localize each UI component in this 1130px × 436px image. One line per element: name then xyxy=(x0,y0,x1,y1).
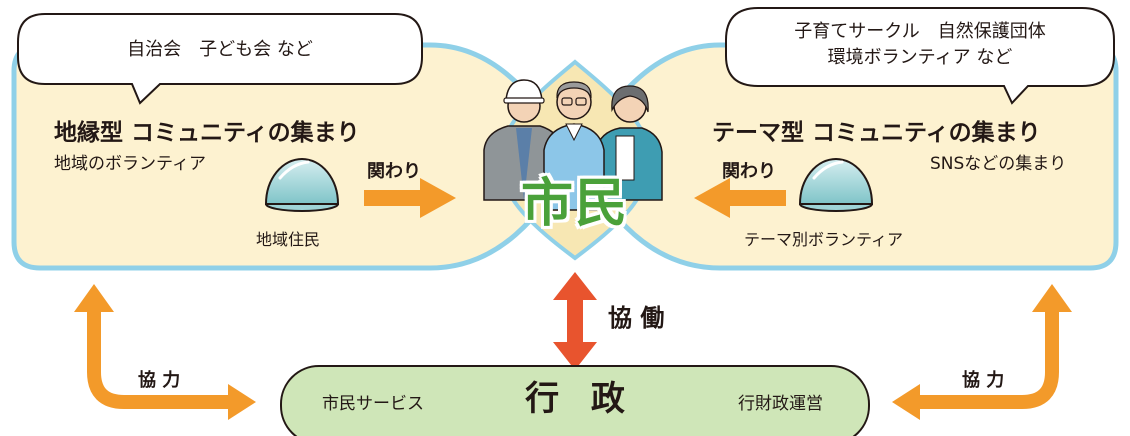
left-involvement-arrow xyxy=(364,178,456,218)
left-cooperation-label: 協 力 xyxy=(138,370,181,391)
right-speech-bubble xyxy=(725,7,1115,105)
right-involvement-arrow xyxy=(694,178,786,218)
right-involvement-label: 関わり xyxy=(722,161,776,182)
left-group-subtitle: 地域のボランティア xyxy=(54,154,206,174)
right-dome-icon xyxy=(798,158,874,212)
right-community-region xyxy=(572,42,1119,271)
citizens-illustration xyxy=(483,79,663,211)
collaboration-label: 協 働 xyxy=(608,304,665,332)
left-cooperation-arrow xyxy=(74,284,256,420)
right-cooperation-arrow xyxy=(892,284,1072,420)
right-group-subtitle: SNSなどの集まり xyxy=(930,154,1067,174)
government-box xyxy=(280,365,870,436)
left-group-title: 地縁型 コミュニティの集まり xyxy=(54,120,360,146)
right-bubble-text-line1: 子育てサークル 自然保護団体 xyxy=(794,21,1046,42)
collaboration-double-arrow xyxy=(553,272,597,370)
left-speech-bubble xyxy=(17,13,423,105)
government-left-text: 市民サービス xyxy=(322,394,424,414)
right-group-title: テーマ型 コミュニティの集まり xyxy=(712,120,1041,146)
right-dome-label: テーマ別ボランティア xyxy=(744,230,904,249)
government-right-text: 行財政運営 xyxy=(738,394,823,414)
government-title: 行 政 xyxy=(525,379,635,419)
left-dome-label: 地域住民 xyxy=(256,230,321,249)
right-cooperation-label: 協 力 xyxy=(962,370,1005,391)
left-bubble-text: 自治会 子ども会 など xyxy=(127,39,313,60)
left-involvement-label: 関わり xyxy=(367,161,421,182)
citizens-label: 市民 xyxy=(520,174,629,234)
left-dome-icon xyxy=(264,158,340,212)
right-bubble-text-line2: 環境ボランティア など xyxy=(827,47,1013,68)
